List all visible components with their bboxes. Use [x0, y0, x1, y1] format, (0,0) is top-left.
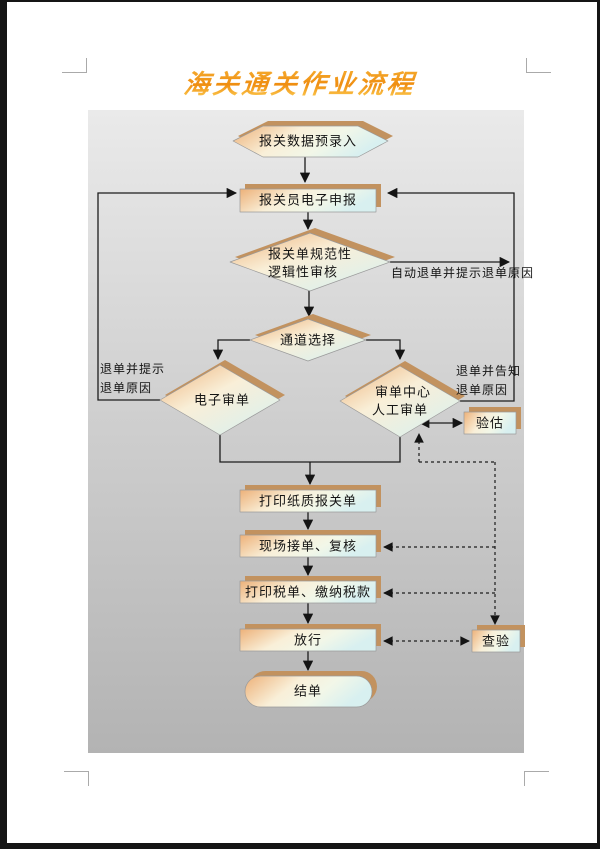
edge-label-right-return-line2: 退单原因: [456, 383, 509, 397]
edge-channel-to-eaudit: [212, 339, 250, 361]
node-pre-entry-shape: [232, 121, 393, 158]
node-channel-label: 通道选择: [279, 332, 337, 348]
node-onsite-review-shape: [239, 530, 381, 558]
node-release-shape: [239, 624, 381, 652]
edge-label-auto-return: 自动退单并提示退单原因: [391, 266, 535, 280]
node-manual-audit-label-line1: 审单中心: [374, 384, 432, 400]
node-inspection-shape: [471, 625, 525, 653]
node-closing-shape: [244, 671, 377, 708]
edge-channel-to-manual: [366, 339, 406, 361]
node-valuation-shape: [463, 407, 521, 435]
node-manual-audit-label-line2: 人工审单: [371, 402, 429, 418]
margin-crop-mark-top-left: [62, 58, 87, 73]
edge-label-left-return-line2: 退单原因: [100, 381, 153, 395]
solid-connectors: [97, 157, 515, 672]
node-channel-shape: [249, 314, 371, 362]
edge-left-return-feedback: [97, 187, 238, 401]
node-pre-entry-label: 报关数据预录入: [258, 133, 358, 149]
dashed-connectors: [383, 433, 500, 646]
margin-crop-mark-top-right: [526, 58, 551, 73]
node-closing-label: 结单: [293, 683, 323, 699]
node-pay-tax-shape: [239, 576, 381, 604]
node-review-shape: [229, 228, 395, 292]
edge-label-right-return-line1: 退单并告知: [456, 364, 522, 378]
node-manual-audit-shape: [339, 361, 465, 438]
node-pay-tax-label: 打印税单、缴纳税款: [244, 584, 372, 600]
node-e-declare-label: 报关员电子申报: [258, 192, 358, 208]
edge-right-return-feedback: [386, 187, 515, 402]
node-print-declaration-label: 打印纸质报关单: [258, 493, 358, 509]
node-e-audit-label: 电子审单: [193, 392, 251, 408]
node-release-label: 放行: [293, 632, 323, 648]
node-inspection-label: 查验: [481, 633, 511, 649]
edge-audit-merge: [219, 435, 401, 463]
node-shapes: [159, 121, 525, 708]
node-review-label-line1: 报关单规范性: [267, 246, 353, 262]
node-e-audit-shape: [159, 360, 285, 436]
edge-label-left-return-line1: 退单并提示: [100, 362, 166, 376]
node-valuation-label: 验估: [475, 415, 505, 431]
margin-crop-mark-bottom-left: [64, 771, 89, 786]
margin-crop-mark-bottom-right: [524, 771, 549, 786]
node-review-label-line2: 逻辑性审核: [267, 264, 339, 280]
node-e-declare-shape: [239, 184, 381, 213]
node-onsite-review-label: 现场接单、复核: [258, 538, 358, 554]
node-print-declaration-shape: [239, 485, 381, 513]
